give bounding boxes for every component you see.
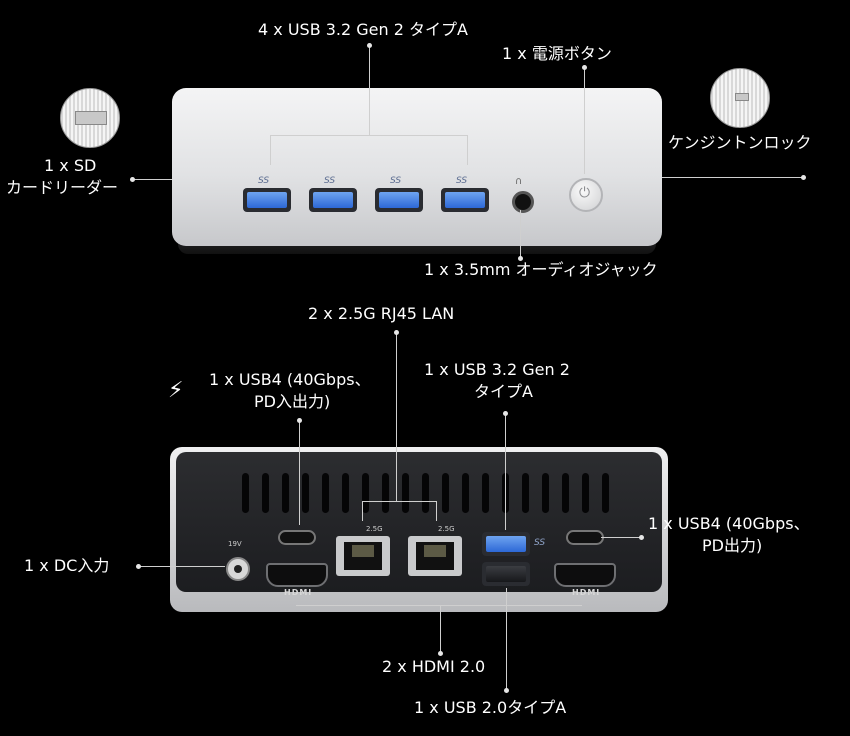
dc-leader-line (139, 566, 225, 567)
rear-usb3-port (482, 532, 530, 556)
hdmi-leader-line (440, 605, 441, 653)
audio-jack-label: 1 x 3.5mm オーディオジャック (424, 260, 658, 279)
audio-jack (512, 191, 534, 213)
lan-port-2 (408, 536, 462, 576)
vent-slot (602, 473, 609, 513)
usb-ss-marking: SS (390, 176, 402, 186)
usb4-in-leader-line (299, 419, 300, 525)
usb-ss-marking: SS (534, 538, 546, 548)
front-unit (172, 88, 662, 246)
vent-slot (422, 473, 429, 513)
usb3-leader-line (505, 412, 506, 530)
callout-dot (639, 535, 644, 540)
usb-ss-marking: SS (324, 176, 336, 186)
callout-dot (367, 43, 372, 48)
vent-slot (442, 473, 449, 513)
hdmi-port-2 (554, 563, 616, 587)
usb2-label: 1 x USB 2.0タイプA (414, 698, 567, 717)
front-usb-a-port-4 (441, 188, 489, 212)
vent-slot (302, 473, 309, 513)
usb4-out-leader-line (601, 537, 641, 538)
hdmi-bracket-line (296, 605, 582, 606)
usb-ss-marking: SS (258, 176, 270, 186)
kensington-leader-line (662, 177, 804, 178)
vent-slot (482, 473, 489, 513)
usb-leader-line (369, 44, 370, 135)
lan-bracket-line (436, 501, 437, 521)
hdmi-marking: HDMI (572, 588, 601, 597)
usb3-rear-label-line2: タイプA (474, 382, 533, 401)
callout-dot (801, 175, 806, 180)
callout-dot (136, 564, 141, 569)
vent-slot (342, 473, 349, 513)
dc-in-label: 1 x DC入力 (24, 556, 110, 575)
vent-slot (542, 473, 549, 513)
callout-dot (582, 65, 587, 70)
callout-dot (297, 418, 302, 423)
dc-marking: 19V (228, 540, 242, 548)
callout-dot (504, 688, 509, 693)
callout-dot (503, 411, 508, 416)
audio-leader-line (520, 210, 521, 258)
sd-label-line2: カードリーダー (6, 178, 119, 197)
hdmi-marking: HDMI (284, 588, 313, 597)
vent-slot (242, 473, 249, 513)
usb4-pd-out-label-line1: 1 x USB4 (40Gbps、 (648, 514, 810, 533)
lan-speed-marking: 2.5G (366, 525, 383, 533)
usb4-pd-in-label-line2: PD入出力) (254, 392, 331, 411)
power-leader-line (584, 66, 585, 174)
vent-slot (522, 473, 529, 513)
usb-bracket-line (270, 135, 271, 165)
kensington-lock-closeup (710, 68, 770, 128)
callout-dot (438, 651, 443, 656)
usb3-rear-label-line1: 1 x USB 3.2 Gen 2 (424, 360, 570, 379)
usb-bracket-line (270, 135, 468, 136)
vent-slot (262, 473, 269, 513)
usb4-pd-in-port (278, 530, 316, 545)
kensington-label: ケンジントンロック (668, 133, 812, 152)
dc-in-jack (226, 557, 250, 581)
vent-slot (282, 473, 289, 513)
vent-slot (462, 473, 469, 513)
hdmi-label: 2 x HDMI 2.0 (382, 657, 486, 676)
usb2-leader-line (506, 588, 507, 690)
vent-slot (562, 473, 569, 513)
usb4-pd-in-label-line1: 1 x USB4 (40Gbps、 (209, 370, 371, 389)
lan-speed-marking: 2.5G (438, 525, 455, 533)
hdmi-port-1 (266, 563, 328, 587)
usb4-pd-out-label-line2: PD出力) (702, 536, 763, 555)
front-usb-a-port-3 (375, 188, 423, 212)
lan-label: 2 x 2.5G RJ45 LAN (308, 304, 455, 323)
power-button-label: 1 x 電源ボタン (502, 44, 612, 63)
front-usb-a-port-1 (243, 188, 291, 212)
callout-dot (394, 330, 399, 335)
callout-dot (518, 256, 523, 261)
lan-leader-line (396, 331, 397, 501)
vent-slot (582, 473, 589, 513)
power-plug-icon: ⚡ (168, 378, 184, 403)
usb-bracket-line (467, 135, 468, 165)
sd-label-line1: 1 x SD (44, 156, 97, 175)
vent-slot (362, 473, 369, 513)
power-icon: ⏻ (579, 185, 591, 201)
lan-bracket-line (362, 501, 437, 502)
lan-port-1 (336, 536, 390, 576)
lan-bracket-line (362, 501, 363, 521)
vent-slot (382, 473, 389, 513)
rear-usb2-port (482, 562, 530, 586)
callout-dot (130, 177, 135, 182)
usb4-pd-out-port (566, 530, 604, 545)
front-usb-label: 4 x USB 3.2 Gen 2 タイプA (258, 20, 468, 39)
sd-leader-line (133, 179, 172, 180)
usb-ss-marking: SS (456, 176, 468, 186)
sd-slot-closeup (60, 88, 120, 148)
headphone-icon: ∩ (515, 176, 523, 187)
power-button: ⏻ (569, 178, 603, 212)
front-usb-a-port-2 (309, 188, 357, 212)
vent-slot (322, 473, 329, 513)
vent-slot (402, 473, 409, 513)
